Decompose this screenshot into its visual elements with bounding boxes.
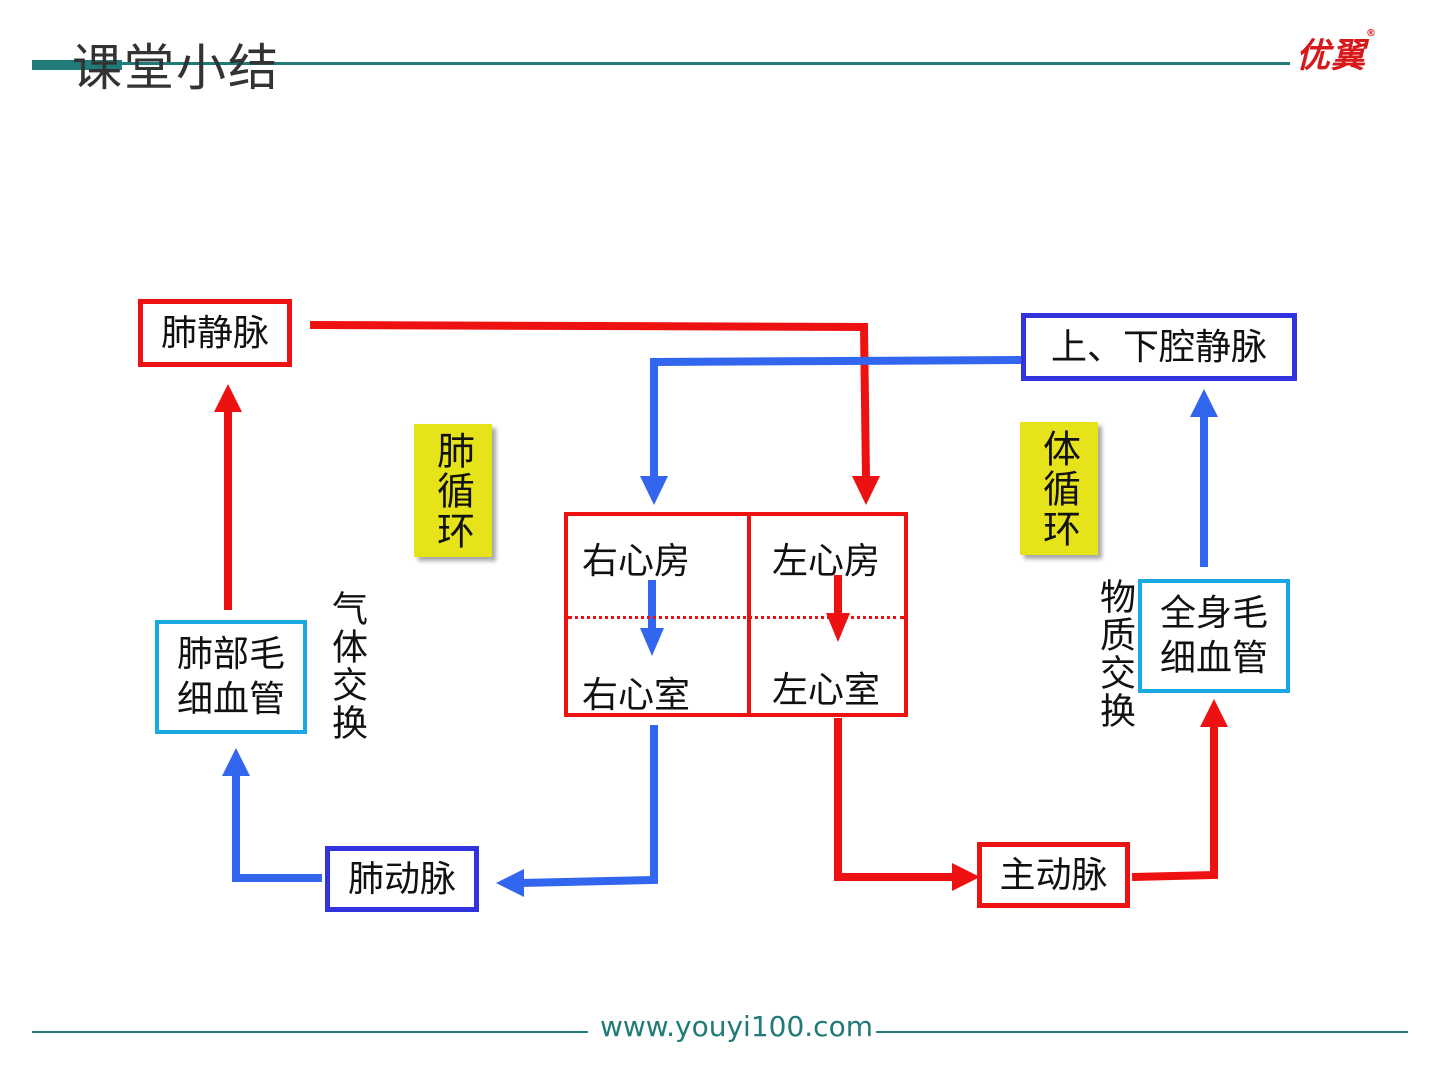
aorta-box: 主动脉 — [977, 842, 1130, 908]
body-capillaries-box: 全身毛细血管 — [1138, 579, 1290, 693]
header-rule-left-accent — [32, 60, 122, 70]
footer-url: www.youyi100.com — [600, 1010, 873, 1043]
heart-septum — [747, 516, 751, 713]
systemic-circulation-label: 体循环 — [1036, 428, 1081, 549]
lung-capillaries-box: 肺部毛细血管 — [155, 620, 307, 734]
arrowhead-left-atrium — [852, 476, 880, 505]
page-title: 课堂小结 — [72, 39, 280, 97]
footer-rule-left — [32, 1031, 588, 1033]
arrow-left-ventricle-to-aorta — [834, 718, 955, 881]
arrow-pulmonary-artery-to-lung-capillaries — [232, 775, 322, 882]
arrowhead-aorta — [952, 863, 980, 891]
heart-valve-line — [568, 616, 904, 619]
left-ventricle-label: 左心室 — [772, 670, 881, 711]
arrow-venae-cavae-to-right-atrium — [650, 356, 1026, 478]
pulmonary-vein-box: 肺静脉 — [138, 299, 292, 367]
pulmonary-circulation-label: 肺循环 — [430, 430, 475, 551]
venae-cavae-label: 上、下腔静脉 — [1050, 326, 1267, 368]
arrow-pulmonary-vein-to-left-atrium — [309, 321, 870, 479]
arrow-aorta-to-body-capillaries — [1131, 725, 1218, 881]
left-atrium-label: 左心房 — [772, 541, 881, 582]
pulmonary-artery-label: 肺动脉 — [347, 858, 456, 900]
aorta-label: 主动脉 — [999, 854, 1108, 896]
arrowhead-body-capillaries — [1200, 699, 1228, 727]
venae-cavae-box: 上、下腔静脉 — [1021, 313, 1297, 381]
arrowhead-left-ventricle — [826, 613, 850, 642]
body-capillaries-label: 全身毛细血管 — [1159, 593, 1268, 679]
arrowhead-venae-cavae — [1190, 389, 1218, 417]
arrowhead-right-ventricle — [640, 628, 664, 656]
lung-capillaries-label: 肺部毛细血管 — [176, 634, 285, 720]
footer-rule-right — [876, 1031, 1408, 1033]
arrowhead-pulmonary-vein — [214, 384, 242, 412]
heart-diagram: 右心房 左心房 右心室 左心室 — [564, 512, 908, 717]
brand-logo-text: 优翼 — [1296, 36, 1366, 76]
pulmonary-artery-box: 肺动脉 — [325, 846, 479, 912]
gas-exchange-label: 气体交换 — [326, 590, 367, 742]
right-atrium-label: 右心房 — [582, 541, 691, 582]
systemic-circulation-tag: 体循环 — [1020, 422, 1098, 555]
right-ventricle-label: 右心室 — [582, 675, 691, 716]
registered-mark: ® — [1366, 28, 1377, 39]
arrowhead-right-atrium — [640, 476, 668, 505]
arrowhead-lung-capillaries — [222, 748, 250, 776]
brand-logo: 优翼® — [1296, 28, 1377, 77]
arrowhead-pulmonary-artery — [496, 869, 524, 897]
header-rule — [120, 62, 1290, 65]
material-exchange-label: 物质交换 — [1094, 578, 1135, 730]
pulmonary-vein-label: 肺静脉 — [160, 312, 269, 354]
pulmonary-circulation-tag: 肺循环 — [414, 424, 492, 557]
arrow-right-ventricle-to-pulmonary-artery — [519, 725, 658, 887]
